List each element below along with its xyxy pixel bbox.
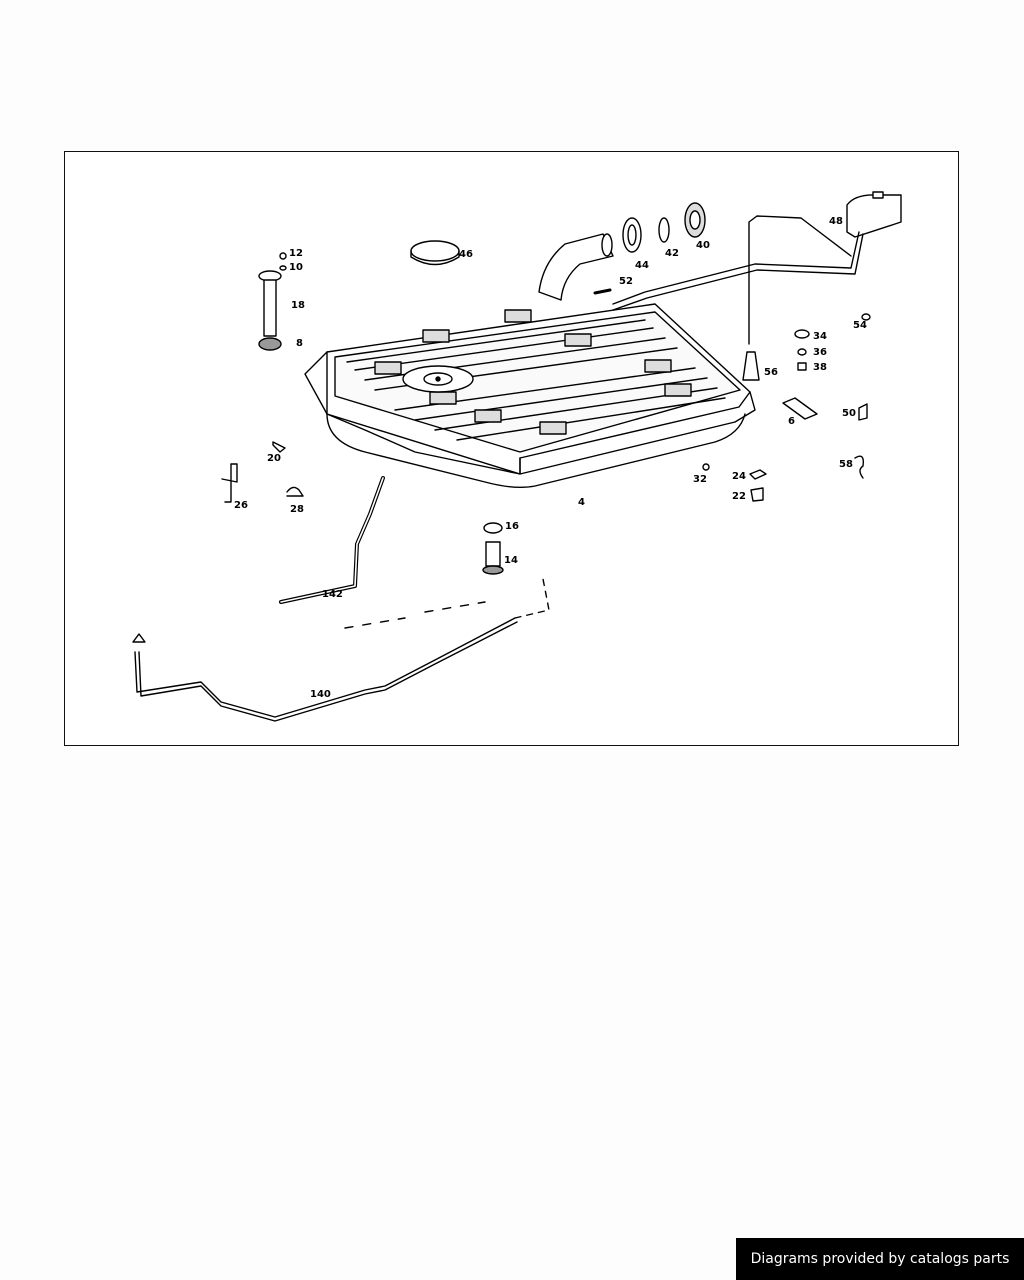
tab-part — [749, 469, 767, 480]
fuel-tank-part — [304, 303, 756, 489]
callout-20: 20 — [267, 453, 281, 464]
bracket-part — [782, 397, 818, 420]
callout-12: 12 — [289, 248, 303, 259]
small-nut-part — [702, 463, 710, 471]
callout-28: 28 — [290, 504, 304, 515]
callout-46: 46 — [459, 249, 473, 260]
callout-54: 54 — [853, 320, 867, 331]
seal-ring-part — [658, 217, 670, 243]
callout-48: 48 — [829, 216, 843, 227]
nut-part — [797, 362, 807, 371]
hose-funnel-part — [742, 351, 760, 381]
pin-part — [593, 288, 612, 295]
callout-36: 36 — [813, 347, 827, 358]
clamp-part — [854, 455, 865, 479]
callout-34: 34 — [813, 331, 827, 342]
callout-8: 8 — [296, 338, 303, 349]
nut-part-54 — [861, 313, 871, 321]
gauge-sender-part — [684, 202, 706, 238]
callout-24: 24 — [732, 471, 746, 482]
callout-4: 4 — [578, 497, 585, 508]
washer-part-10 — [279, 265, 287, 271]
o-ring-part — [483, 522, 503, 534]
bracket-part-20 — [272, 441, 286, 453]
callout-50: 50 — [842, 408, 856, 419]
attribution-text: Diagrams provided by catalogs parts — [750, 1251, 1010, 1267]
callout-14: 14 — [504, 555, 518, 566]
callout-22: 22 — [732, 491, 746, 502]
callout-52: 52 — [619, 276, 633, 287]
tank-cap-part — [410, 240, 460, 266]
clip-part — [858, 403, 868, 421]
drain-plug-part — [482, 541, 504, 575]
callout-32: 32 — [693, 474, 707, 485]
strainer-tube-part — [258, 270, 282, 351]
callout-40: 40 — [696, 240, 710, 251]
fuel-tank-exploded-diagram — [132, 191, 902, 722]
lock-washer-part — [797, 348, 807, 356]
nut-part-12 — [279, 252, 287, 260]
bracket-part-28 — [286, 486, 304, 497]
callout-38: 38 — [813, 362, 827, 373]
callout-26: 26 — [234, 500, 248, 511]
canister-part — [846, 191, 902, 238]
callout-16: 16 — [505, 521, 519, 532]
attribution-banner: Diagrams provided by catalogs parts — [736, 1238, 1024, 1280]
bracket-part-26 — [221, 463, 238, 503]
callout-56: 56 — [764, 367, 778, 378]
callout-10: 10 — [289, 262, 303, 273]
parts-diagram-frame: 12 10 18 8 46 44 42 40 48 52 54 34 36 38… — [64, 151, 959, 746]
callout-42: 42 — [665, 248, 679, 259]
filler-neck-pipe — [538, 233, 614, 301]
callout-6: 6 — [788, 416, 795, 427]
callout-44: 44 — [635, 260, 649, 271]
vent-lines — [612, 215, 864, 345]
callout-58: 58 — [839, 459, 853, 470]
retainer-part — [750, 487, 764, 502]
washer-part — [794, 329, 810, 339]
supply-pipe-part — [279, 476, 385, 604]
grommet-part — [622, 217, 642, 253]
callout-142: 142 — [322, 589, 343, 600]
callout-18: 18 — [291, 300, 305, 311]
callout-140: 140 — [310, 689, 331, 700]
fuel-line-part — [132, 617, 518, 722]
